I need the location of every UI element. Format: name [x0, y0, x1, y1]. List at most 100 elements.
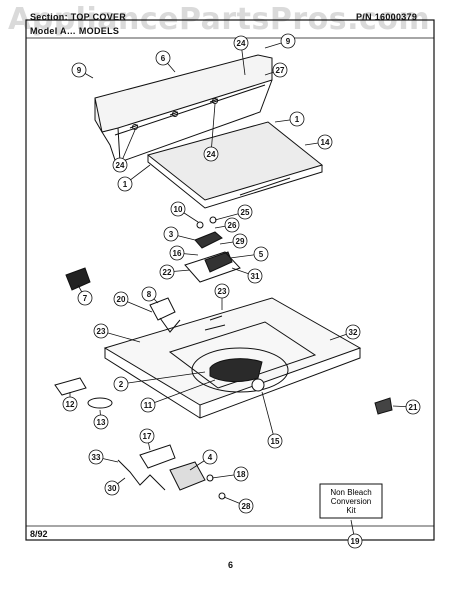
callout-number-15: 15: [271, 437, 280, 446]
model-label: Model A… MODELS: [30, 26, 120, 36]
callout-circle: [71, 62, 87, 78]
callout-number-27: 27: [276, 66, 285, 75]
kit-line-3: Kit: [346, 506, 356, 515]
callout-circle: [345, 324, 361, 340]
callout-leader: [147, 379, 216, 406]
callout-circle: [233, 35, 249, 51]
section-label: Section: TOP COVER: [30, 12, 127, 22]
callout-number-16: 16: [173, 249, 182, 258]
callout-number-3: 3: [169, 230, 174, 239]
callout-number-25: 25: [241, 208, 250, 217]
callout-circle: [170, 201, 186, 217]
kit-line-1: Non Bleach: [330, 488, 371, 497]
model-value: A… MODELS: [59, 26, 120, 36]
callout-number-24: 24: [116, 161, 125, 170]
callout-circle: [253, 246, 269, 262]
callout-number-29: 29: [236, 237, 245, 246]
callout-number-24: 24: [207, 150, 216, 159]
callout-circle: [62, 396, 78, 412]
callout-number-20: 20: [117, 295, 126, 304]
callout-number-14: 14: [321, 138, 330, 147]
callout-circle: [141, 286, 157, 302]
console-panel: [94, 54, 273, 163]
callout-circle: [224, 217, 240, 233]
revision-date: 8/92: [30, 529, 48, 539]
callout-number-30: 30: [108, 484, 117, 493]
callout-number-2: 2: [119, 380, 124, 389]
callout-number-21: 21: [409, 403, 418, 412]
callout-number-11: 11: [144, 401, 153, 410]
callout-number-7: 7: [83, 294, 88, 303]
callout-circle: [237, 204, 253, 220]
callout-number-31: 31: [251, 272, 260, 281]
callout-number-23: 23: [97, 327, 106, 336]
callout-number-12: 12: [66, 400, 75, 409]
callout-circle: [317, 134, 333, 150]
callout-circle: [347, 533, 363, 549]
kit-box: [319, 483, 383, 519]
lid-switch-assembly: [184, 216, 241, 283]
callout-circle: [238, 498, 254, 514]
callout-leader: [120, 371, 206, 385]
callout-number-28: 28: [242, 502, 251, 511]
callout-number-17: 17: [143, 432, 152, 441]
callout-circle: [88, 449, 104, 465]
callout-circle: [233, 466, 249, 482]
callout-number-8: 8: [147, 290, 152, 299]
callout-circle: [93, 323, 109, 339]
callout-leader: [210, 103, 216, 155]
callout-circle: [163, 226, 179, 242]
callout-circle: [267, 433, 283, 449]
callout-number-6: 6: [161, 54, 166, 63]
part-number-value: 16000379: [374, 12, 418, 22]
cabinet-top: [103, 297, 362, 419]
callout-circle: [77, 290, 93, 306]
callout-number-5: 5: [259, 250, 264, 259]
callout-circle: [289, 111, 305, 127]
callout-circle: [280, 33, 296, 49]
bottom-parts: [117, 444, 226, 500]
page-frame: [25, 19, 435, 541]
callout-number-22: 22: [163, 268, 172, 277]
callout-circle: [117, 176, 133, 192]
callout-circle: [169, 245, 185, 261]
part-number: P/N 16000379: [356, 12, 418, 22]
callout-circle: [247, 268, 263, 284]
callout-circle: [139, 428, 155, 444]
callout-circle: [232, 233, 248, 249]
callout-circle: [113, 291, 129, 307]
callout-number-9: 9: [286, 37, 291, 46]
callout-number-4: 4: [208, 453, 213, 462]
callout-number-33: 33: [92, 453, 101, 462]
callout-number-19: 19: [351, 537, 360, 546]
lid: [146, 121, 324, 209]
callout-number-13: 13: [97, 418, 106, 427]
section-value: TOP COVER: [70, 12, 127, 22]
callout-number-26: 26: [228, 221, 237, 230]
callout-circle: [93, 414, 109, 430]
right-bracket: [374, 397, 393, 415]
callout-leader: [261, 391, 276, 442]
callout-number-23: 23: [218, 287, 227, 296]
callout-circle: [112, 157, 128, 173]
callout-number-1: 1: [295, 115, 300, 124]
kit-line-2: Conversion: [331, 497, 371, 506]
page-number: 6: [228, 560, 234, 570]
left-small-parts: [54, 267, 181, 409]
callout-circle: [159, 264, 175, 280]
callout-number-9: 9: [77, 66, 82, 75]
callout-circle: [203, 146, 219, 162]
callout-circle: [140, 397, 156, 413]
callout-circle: [202, 449, 218, 465]
callout-circle: [405, 399, 421, 415]
callout-number-10: 10: [174, 205, 183, 214]
callout-number-24: 24: [237, 39, 246, 48]
callout-circle: [214, 283, 230, 299]
callout-circle: [104, 480, 120, 496]
callout-number-1: 1: [123, 180, 128, 189]
callout-circle: [155, 50, 171, 66]
callout-circle: [272, 62, 288, 78]
